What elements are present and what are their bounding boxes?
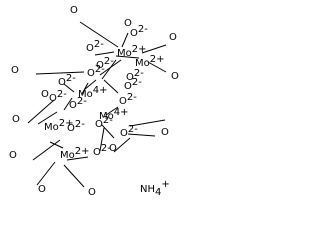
atom-charge: 2- xyxy=(138,24,148,35)
bond-line xyxy=(101,59,117,80)
atom-charge: 2- xyxy=(104,56,114,67)
bond-line xyxy=(113,137,131,153)
oxygen-atom: O xyxy=(41,89,49,100)
bond-line xyxy=(81,82,89,95)
atom-charge: 2- xyxy=(132,77,142,88)
oxygen-atom: O2- xyxy=(130,24,148,39)
bond-line xyxy=(147,61,167,73)
bond-line xyxy=(37,111,58,125)
bond-line xyxy=(99,127,105,152)
atom-charge: 4+ xyxy=(114,107,129,118)
bond-line xyxy=(94,51,115,56)
atom-charge: 2+ xyxy=(59,118,74,129)
molybdate-structure: Mo2+Mo2+Mo4+Mo4+Mo2+Mo2+O2-O2-OOOO2-O2-O… xyxy=(9,5,179,198)
oxygen-atom: O xyxy=(38,184,46,195)
bond-line xyxy=(115,55,140,59)
atom-charge: 2- xyxy=(57,89,67,100)
oxygen-atom: O xyxy=(9,150,17,161)
bond-line xyxy=(49,141,64,149)
atom-charge: 2+ xyxy=(150,54,165,65)
oxygen-atom: O xyxy=(70,5,78,16)
oxygen-atom: O xyxy=(12,114,20,125)
oxygen-atom: O2- xyxy=(119,92,137,107)
molybdenum-atom: Mo2+ xyxy=(135,54,165,69)
atom-charge: 2- xyxy=(77,96,87,107)
counter-ion-charge: + xyxy=(161,179,169,190)
atom-charge: 2- xyxy=(75,119,85,130)
oxygen-atom: O xyxy=(124,18,132,29)
bond-line xyxy=(63,97,73,111)
atom-charge: 2- xyxy=(103,115,113,126)
bond-line xyxy=(121,32,129,48)
bond-lines xyxy=(27,21,167,188)
bond-line xyxy=(63,164,85,188)
oxygen-atom: O xyxy=(11,65,19,76)
bond-line xyxy=(36,161,56,186)
oxygen-atom: O2- xyxy=(120,124,138,139)
oxygen-atom: O xyxy=(169,32,177,43)
bond-line xyxy=(32,139,61,161)
oxygen-atom: O xyxy=(88,187,96,198)
counter-ion: NH4+ xyxy=(140,179,170,198)
oxygen-atom: O2- xyxy=(58,73,76,88)
molybdenum-atom: Mo2+ xyxy=(117,44,147,59)
bond-line xyxy=(105,106,119,116)
bond-line xyxy=(63,83,75,93)
bond-line xyxy=(83,79,97,91)
oxygen-atom: O xyxy=(109,143,117,154)
bond-line xyxy=(129,119,166,127)
oxygen-atom: O xyxy=(161,127,169,138)
bond-line xyxy=(35,71,85,75)
oxygen-atom: O2- xyxy=(96,56,114,71)
atom-labels: Mo2+Mo2+Mo4+Mo4+Mo2+Mo2+O2-O2-OOOO2-O2-O… xyxy=(9,5,179,198)
counter-ion-subscript: 4 xyxy=(155,187,161,198)
atom-charge: 2+ xyxy=(132,44,147,55)
atom-charge: 4+ xyxy=(93,85,108,96)
atom-charge: 2- xyxy=(94,39,104,50)
atom-charge: 2- xyxy=(101,143,111,154)
bond-line xyxy=(101,124,115,139)
bond-line xyxy=(66,156,89,161)
oxygen-atom: O xyxy=(171,71,179,82)
bond-line xyxy=(141,44,167,54)
atom-charge: 2- xyxy=(128,124,138,135)
bond-line xyxy=(127,133,156,137)
oxygen-atom: O2- xyxy=(86,39,104,54)
bond-line xyxy=(79,21,119,48)
atom-charge: 2- xyxy=(95,64,105,75)
bond-line xyxy=(27,99,55,124)
bond-line xyxy=(103,79,119,94)
atom-charge: 2+ xyxy=(75,146,90,157)
oxygen-atom: O2- xyxy=(49,89,67,104)
atom-charge: 2- xyxy=(127,92,137,103)
atom-charge: 2- xyxy=(134,68,144,79)
atom-charge: 2- xyxy=(66,73,76,84)
